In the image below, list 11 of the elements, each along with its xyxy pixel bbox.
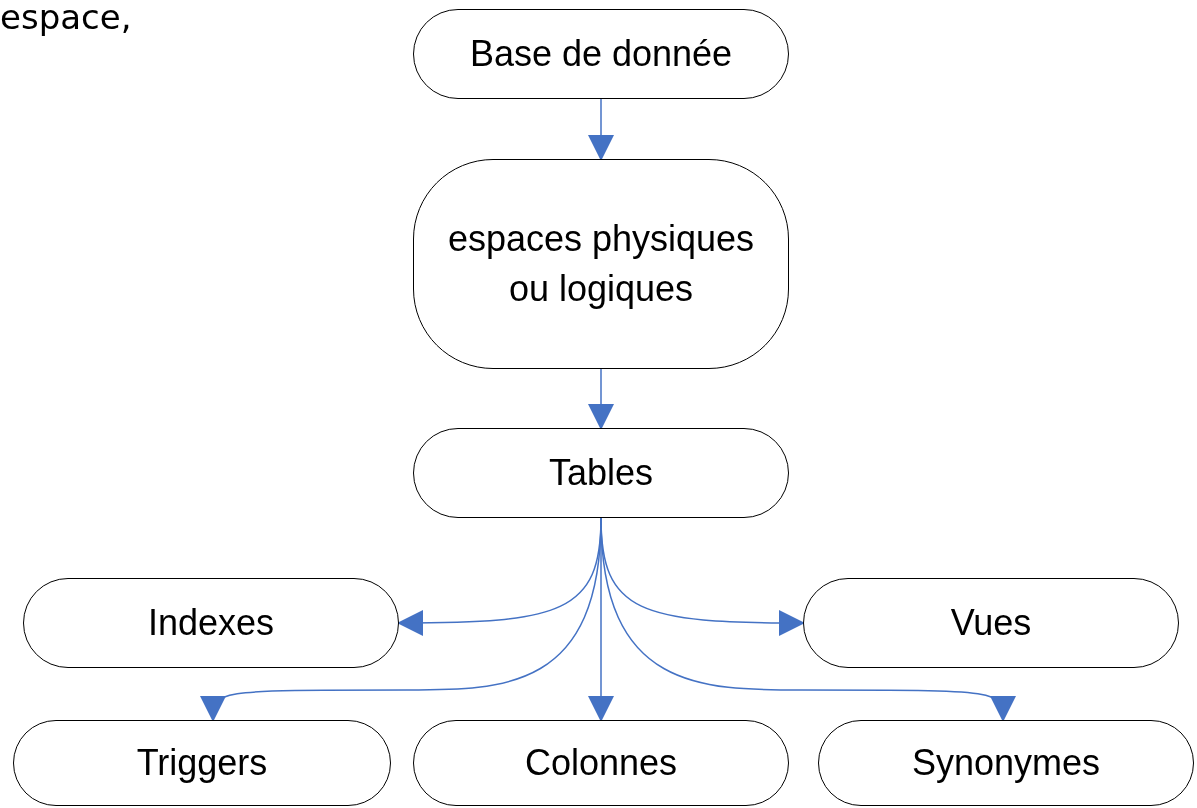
node-label: Colonnes bbox=[524, 741, 678, 785]
node-label: Synonymes bbox=[911, 741, 1101, 785]
node-label: Vues bbox=[950, 601, 1032, 645]
node-label: Base de donnée bbox=[469, 32, 733, 76]
node-label: Indexes bbox=[147, 601, 275, 645]
arrow bbox=[588, 368, 614, 430]
node-label: Tables bbox=[548, 451, 654, 495]
heading-text: espace, bbox=[0, 0, 132, 34]
node-label: espaces physiques ou logiques bbox=[446, 217, 756, 311]
arrow bbox=[588, 98, 614, 161]
node-label: Triggers bbox=[136, 741, 268, 785]
